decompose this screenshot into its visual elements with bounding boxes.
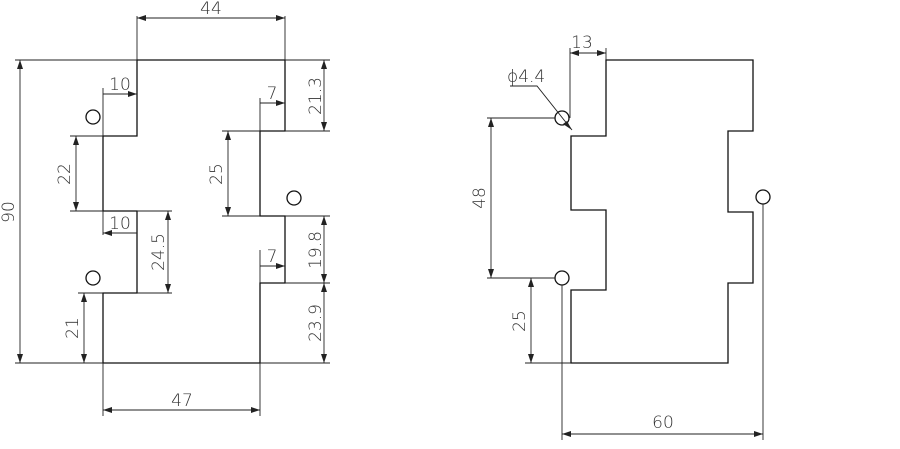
- side-hole-right: [755, 189, 771, 205]
- dim-hole-span: 60: [652, 413, 674, 433]
- dim-top-right-height: 21.3: [306, 77, 326, 115]
- dim-bottom-width: 47: [171, 391, 193, 411]
- side-extension-lines: [487, 48, 764, 440]
- dim-left-notch-mid: 10: [109, 214, 131, 234]
- dim-hole-height: 25: [510, 310, 530, 332]
- dim-total-height: 90: [0, 201, 19, 223]
- front-hole-bottom-left: [85, 270, 101, 286]
- dim-right-notch-lower: 7: [267, 247, 278, 267]
- dim-left-notch-top: 10: [109, 75, 131, 95]
- hole-diameter-leader: [510, 85, 573, 131]
- dim-hole-diameter: ϕ4.4: [507, 67, 545, 87]
- dim-bottom-left-height: 21: [63, 317, 83, 339]
- front-view: 44 10 7 21.3 22 25 10 24.5 19.8 7 90 21 …: [0, 0, 330, 416]
- front-outline: [102, 59, 286, 364]
- side-dimension-lines: [490, 52, 763, 435]
- side-outline: [570, 59, 754, 364]
- front-hole-top-left: [85, 109, 101, 125]
- front-hole-right: [286, 190, 302, 206]
- dim-hole-spacing: 48: [470, 187, 490, 209]
- dim-right-mid-height: 19.8: [306, 231, 326, 269]
- dim-top-width: 44: [200, 0, 222, 19]
- dim-left-mid-height: 24.5: [149, 233, 169, 271]
- dim-bottom-right-height: 23.9: [306, 304, 326, 342]
- dim-left-notch-height: 22: [55, 163, 75, 185]
- dim-right-notch-top: 7: [267, 84, 278, 104]
- dim-right-notch-height: 25: [207, 163, 227, 185]
- side-view: 13 ϕ4.4 48 25 60: [470, 33, 771, 440]
- dim-offset-top: 13: [571, 33, 593, 53]
- front-dimension-lines: [19, 17, 325, 411]
- side-hole-bottom: [554, 270, 570, 286]
- side-arrowheads: [488, 50, 763, 437]
- front-arrowheads: [17, 15, 327, 413]
